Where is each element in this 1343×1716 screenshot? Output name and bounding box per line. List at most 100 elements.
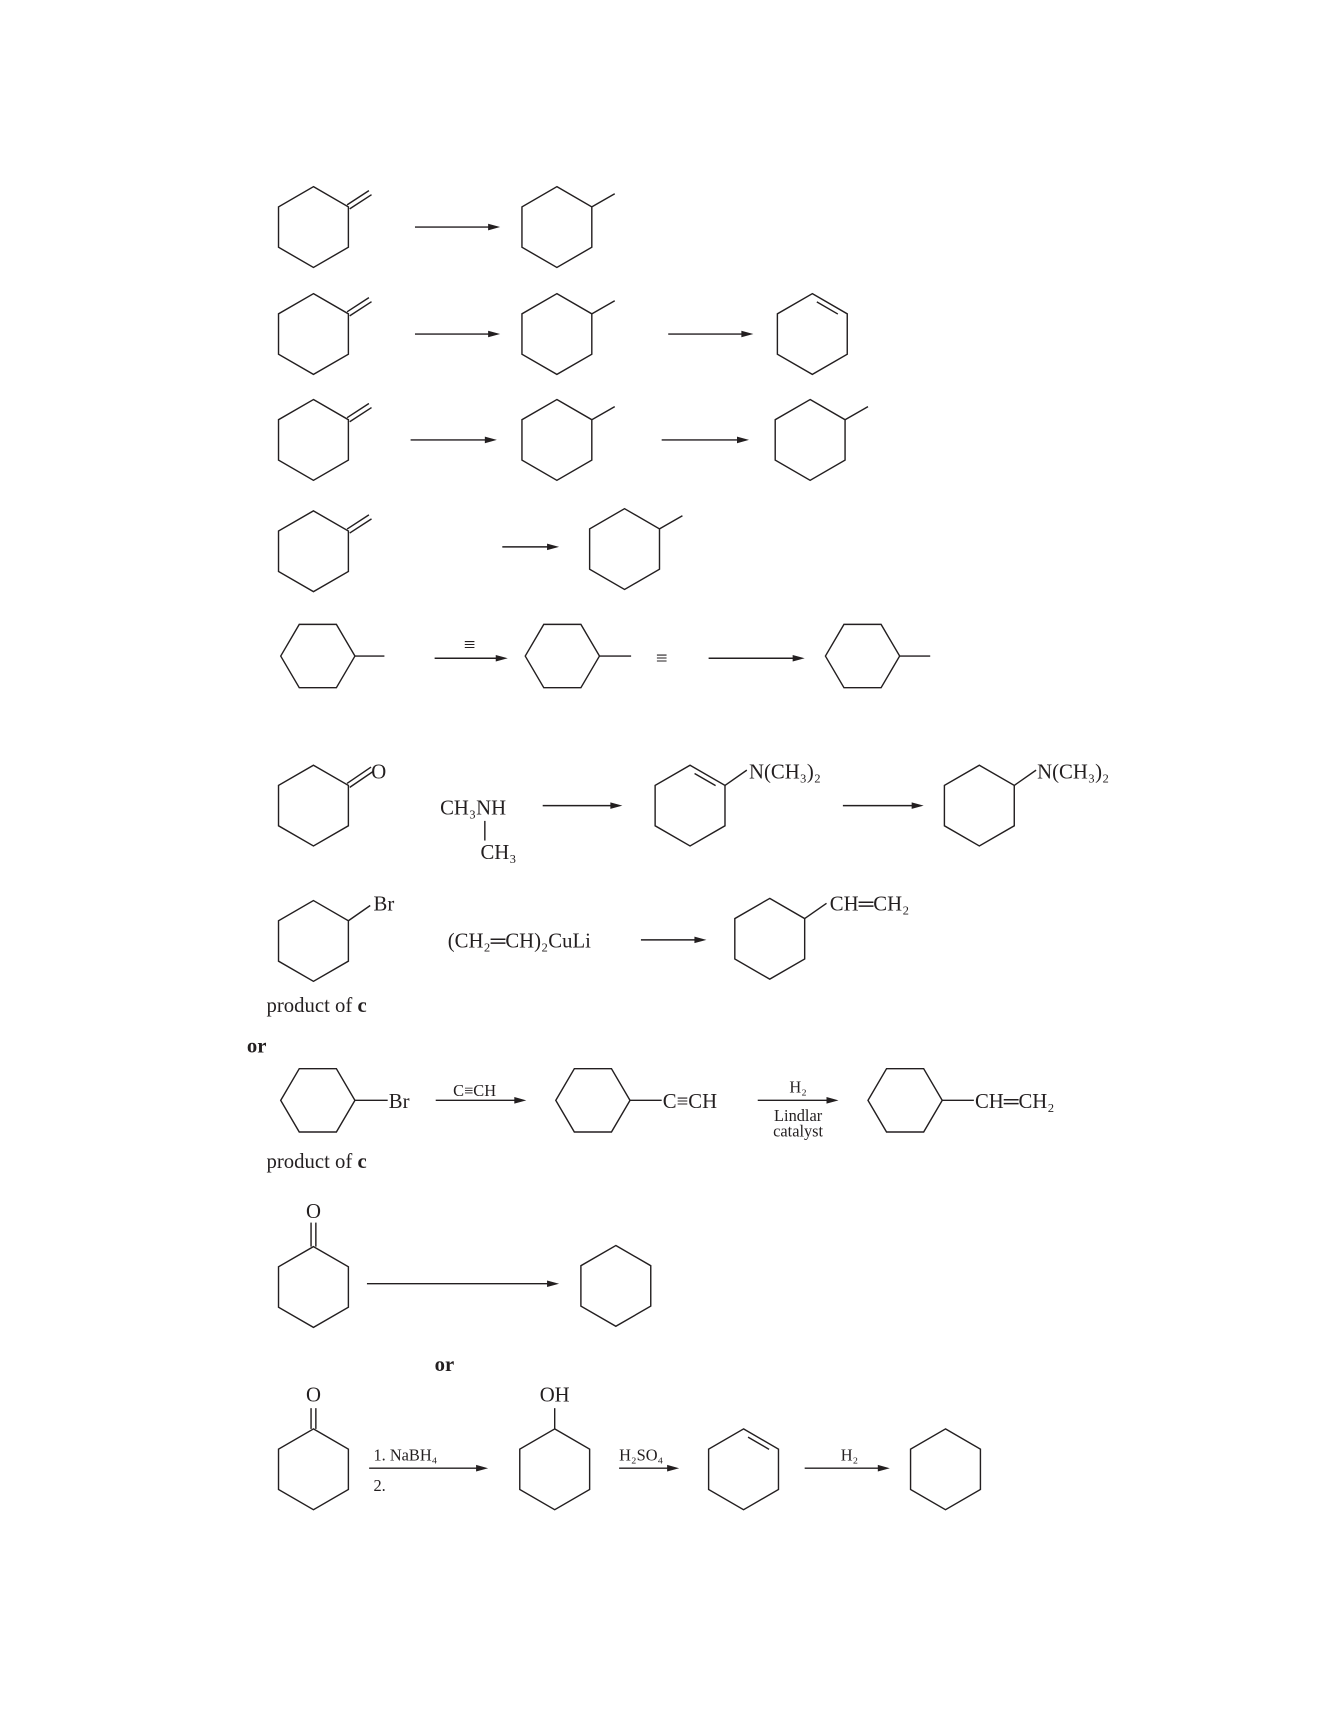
reagent-label: Lindlar xyxy=(774,1106,823,1125)
ring-double-bond xyxy=(694,772,716,787)
bromine-label: Br xyxy=(373,893,394,915)
c-br-bond xyxy=(347,904,371,922)
alkyne-label: C≡CH xyxy=(663,1091,717,1113)
bromine-label: Br xyxy=(389,1091,410,1113)
carbonyl-double-bond xyxy=(349,770,375,788)
oxygen-label: O xyxy=(306,1385,321,1407)
arrow-head xyxy=(736,436,750,444)
arrow-head xyxy=(877,1464,890,1472)
cyclohexane-ring xyxy=(277,764,350,847)
caption: product of c xyxy=(267,995,367,1017)
cyclohexane-ring xyxy=(277,185,350,269)
reagent-label: H₂ xyxy=(841,1446,859,1465)
reagent-label: CH₃NH xyxy=(440,797,506,819)
cyclohexane-ring xyxy=(519,1428,591,1511)
arrow-head xyxy=(792,654,805,662)
arrow-head xyxy=(495,654,508,662)
cyclohexane-ring xyxy=(521,292,593,376)
arrow-head xyxy=(476,1464,489,1472)
exocyclic-double-bond xyxy=(349,406,372,423)
arrow-head xyxy=(741,330,754,338)
reagent-label: 1. NaBH₄ xyxy=(373,1446,437,1465)
cyclohexane-ring xyxy=(521,185,593,269)
caption-bold: c xyxy=(357,1151,366,1173)
exocyclic-double-bond xyxy=(349,301,372,317)
amine-nitrogen-label: N(CH₃)₂ xyxy=(1037,761,1109,783)
cyclohexane-ring xyxy=(943,764,1015,847)
arrow-head xyxy=(694,936,707,944)
cyclohexane-ring xyxy=(774,398,846,482)
oxygen-label: O xyxy=(371,761,386,783)
cuprate-reagent-label: (CH₂═CH)₂CuLi xyxy=(448,931,591,953)
cyclohexane-ring xyxy=(279,623,356,689)
c-n-bond xyxy=(1013,769,1037,786)
cyclohexane-ring xyxy=(554,1067,631,1133)
cyclohexane-ring xyxy=(824,623,901,689)
cyclohexane-ring xyxy=(580,1244,652,1328)
cyclohexane-ring xyxy=(279,1067,356,1133)
reagent-label: H₂ xyxy=(789,1078,807,1097)
hydroxyl-label: OH xyxy=(540,1385,570,1407)
arrow-head xyxy=(610,802,623,809)
caption-bold: c xyxy=(357,995,366,1017)
cyclohexane-ring xyxy=(277,292,350,376)
exocyclic-double-bond xyxy=(346,514,370,530)
vinyl-label: CH═CH₂ xyxy=(830,893,910,915)
cyclohexane-ring xyxy=(588,507,661,591)
triple-bond-symbol: ≡ xyxy=(656,648,668,670)
caption-text: product of xyxy=(267,995,358,1017)
arrow-head xyxy=(484,436,497,444)
or-label: or xyxy=(435,1354,455,1376)
cyclohexane-ring xyxy=(707,1428,780,1511)
reagent-label: 2. xyxy=(373,1476,385,1495)
vinyl-label: CH═CH₂ xyxy=(975,1091,1055,1113)
arrow-head xyxy=(514,1097,527,1104)
or-label: or xyxy=(247,1035,267,1057)
exocyclic-double-bond xyxy=(346,402,370,419)
cyclohexane-ring xyxy=(654,764,726,847)
arrow-head xyxy=(488,330,501,338)
arrow-head xyxy=(547,1280,560,1287)
cyclohexane-ring xyxy=(524,623,601,689)
methyl-bond xyxy=(659,515,683,530)
cyclohexane-ring xyxy=(277,510,350,593)
arrow-head xyxy=(911,802,924,809)
carbonyl-double-bond xyxy=(346,766,372,785)
enamine-nitrogen-label: N(CH₃)₂ xyxy=(749,761,821,783)
cyclohexane-ring xyxy=(776,292,848,376)
methyl-bond xyxy=(591,193,616,208)
arrow-head xyxy=(488,223,501,231)
cyclohexane-ring xyxy=(277,1428,350,1511)
cyclohexane-ring xyxy=(867,1067,944,1133)
reagent-label: catalyst xyxy=(773,1121,823,1140)
exocyclic-double-bond xyxy=(349,194,372,210)
exocyclic-double-bond xyxy=(346,297,370,313)
oxygen-label: O xyxy=(306,1201,321,1223)
reagent-label: CH₃ xyxy=(480,842,516,864)
cyclohexane-ring xyxy=(521,398,593,482)
reagent-label: H₂SO₄ xyxy=(619,1446,663,1465)
cyclohexane-ring xyxy=(277,398,350,482)
c-vinyl-bond xyxy=(804,902,827,920)
cyclohexane-ring xyxy=(277,899,350,983)
caption-text: product of xyxy=(267,1151,358,1173)
cyclohexane-ring xyxy=(734,897,806,980)
triple-bond-symbol: ≡ xyxy=(464,635,476,657)
arrow-head xyxy=(826,1097,839,1104)
methyl-bond xyxy=(591,300,616,315)
acetylide-reagent-label: C≡CH xyxy=(453,1081,496,1100)
cyclohexane-ring xyxy=(909,1428,982,1511)
arrow-head xyxy=(547,543,560,551)
exocyclic-double-bond xyxy=(346,190,370,206)
cyclohexane-ring xyxy=(277,1245,350,1329)
ring-double-bond xyxy=(816,301,839,315)
caption: product of c xyxy=(267,1151,367,1173)
structures xyxy=(277,185,1037,1511)
c-n-bond xyxy=(724,769,748,786)
ring-double-bond xyxy=(747,1436,770,1450)
arrow-head xyxy=(667,1464,680,1472)
methyl-bond xyxy=(844,406,869,421)
exocyclic-double-bond xyxy=(349,518,372,534)
methyl-bond xyxy=(591,406,616,421)
